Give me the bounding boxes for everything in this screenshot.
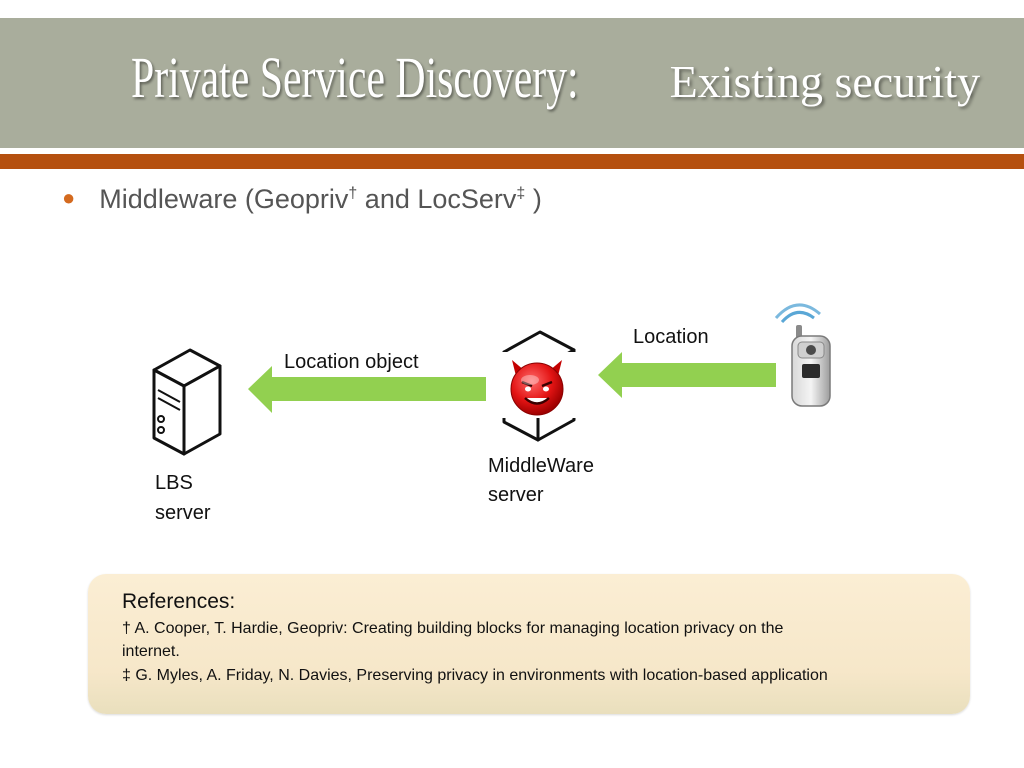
reference-line-3: ‡ G. Myles, A. Friday, N. Davies, Preser… [122, 667, 828, 684]
arrow-location-object [248, 366, 486, 413]
server-tower-icon [152, 348, 222, 456]
bullet-text-mid: and LocServ [357, 184, 517, 214]
title-subtitle: Existing security [669, 56, 981, 107]
double-dagger-mark: ‡ [516, 185, 526, 202]
mobile-phone-icon [774, 303, 831, 407]
bullet-text-before: Middleware (Geopriv [99, 184, 349, 214]
references-box [88, 574, 970, 714]
bullet-text-after: ) [525, 184, 542, 214]
arrow-location [598, 352, 776, 398]
title-band [0, 18, 1024, 148]
reference-line-1: † A. Cooper, T. Hardie, Geopriv: Creatin… [122, 620, 784, 637]
reference-line-2: internet. [122, 643, 180, 660]
location-object-label: Location object [284, 351, 419, 373]
devil-face-icon [510, 360, 564, 416]
references-heading: References: [122, 590, 236, 613]
bullet-dot-icon: ● [62, 185, 76, 210]
dagger-mark: † [348, 185, 358, 202]
slide-title: Private Service Discovery: Existing secu… [0, 44, 1024, 111]
middleware-label-line1: MiddleWare [488, 455, 594, 477]
bullet-item: ● Middleware (Geopriv† and LocServ‡ ) [62, 184, 542, 215]
lbs-label-line2: server [155, 502, 211, 524]
location-label: Location [633, 326, 709, 348]
middleware-label-line2: server [488, 484, 544, 506]
lbs-label-line1: LBS [155, 472, 193, 494]
title-main: Private Service Discovery: [130, 45, 579, 110]
accent-rule [0, 154, 1024, 169]
